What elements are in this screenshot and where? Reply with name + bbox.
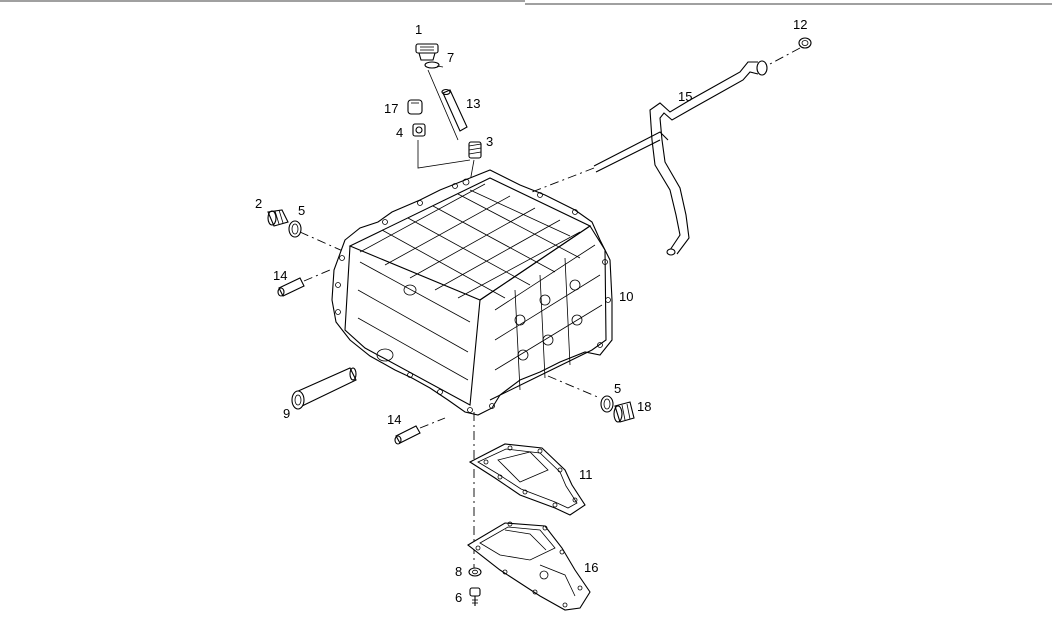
centerline-15 [531, 167, 595, 193]
part-14-dowel-upper [277, 277, 305, 297]
part-3-spring [468, 141, 482, 159]
part-13-tube [441, 88, 468, 132]
callout-12: 12 [793, 17, 807, 32]
callout-9: 9 [283, 406, 290, 421]
callout-15: 15 [678, 89, 692, 104]
centerline-12 [769, 47, 801, 65]
centerline-top [427, 69, 459, 141]
part-6-screw [469, 587, 481, 606]
callout-5-left: 5 [298, 203, 305, 218]
centerline-14a [303, 269, 331, 282]
centerline-5-18 [547, 375, 601, 399]
centerline-14b [419, 417, 446, 429]
callout-5-right: 5 [614, 381, 621, 396]
callout-8: 8 [455, 564, 462, 579]
callout-10: 10 [619, 289, 633, 304]
callout-14-lower: 14 [387, 412, 401, 427]
callout-7: 7 [447, 50, 454, 65]
part-18-plug-right [613, 401, 635, 423]
part-11-gasket [468, 443, 586, 516]
part-5-seal-right [600, 395, 614, 413]
part-8-washer [468, 567, 482, 577]
callouts: 1 7 13 17 4 3 2 5 14 9 14 12 15 10 5 18 … [255, 17, 807, 605]
callout-4: 4 [396, 125, 403, 140]
part-14-dowel-lower [394, 425, 421, 445]
callout-2: 2 [255, 196, 262, 211]
callout-3: 3 [486, 134, 493, 149]
centerline-2-5 [299, 231, 346, 253]
callout-6: 6 [455, 590, 462, 605]
callout-11: 11 [579, 467, 593, 482]
part-16-cover [467, 521, 591, 611]
part-5-seal-left [288, 220, 302, 238]
part-4-breather [412, 123, 426, 137]
callout-16: 16 [584, 560, 598, 575]
part-7-o-ring [424, 61, 444, 69]
part-12-seal [798, 37, 812, 49]
part-1-filler-plug [415, 43, 439, 61]
part-10-housing [331, 169, 613, 416]
leader-4-bracket [417, 140, 471, 169]
callout-17: 17 [384, 101, 398, 116]
part-17-plug [407, 99, 423, 115]
part-2-plug-left [267, 209, 289, 227]
part-9-sleeve [291, 367, 357, 410]
callout-14-upper: 14 [273, 268, 287, 283]
part-15-oil-pipe [593, 60, 768, 256]
callout-13: 13 [466, 96, 480, 111]
callout-18: 18 [637, 399, 651, 414]
callout-1: 1 [415, 22, 422, 37]
